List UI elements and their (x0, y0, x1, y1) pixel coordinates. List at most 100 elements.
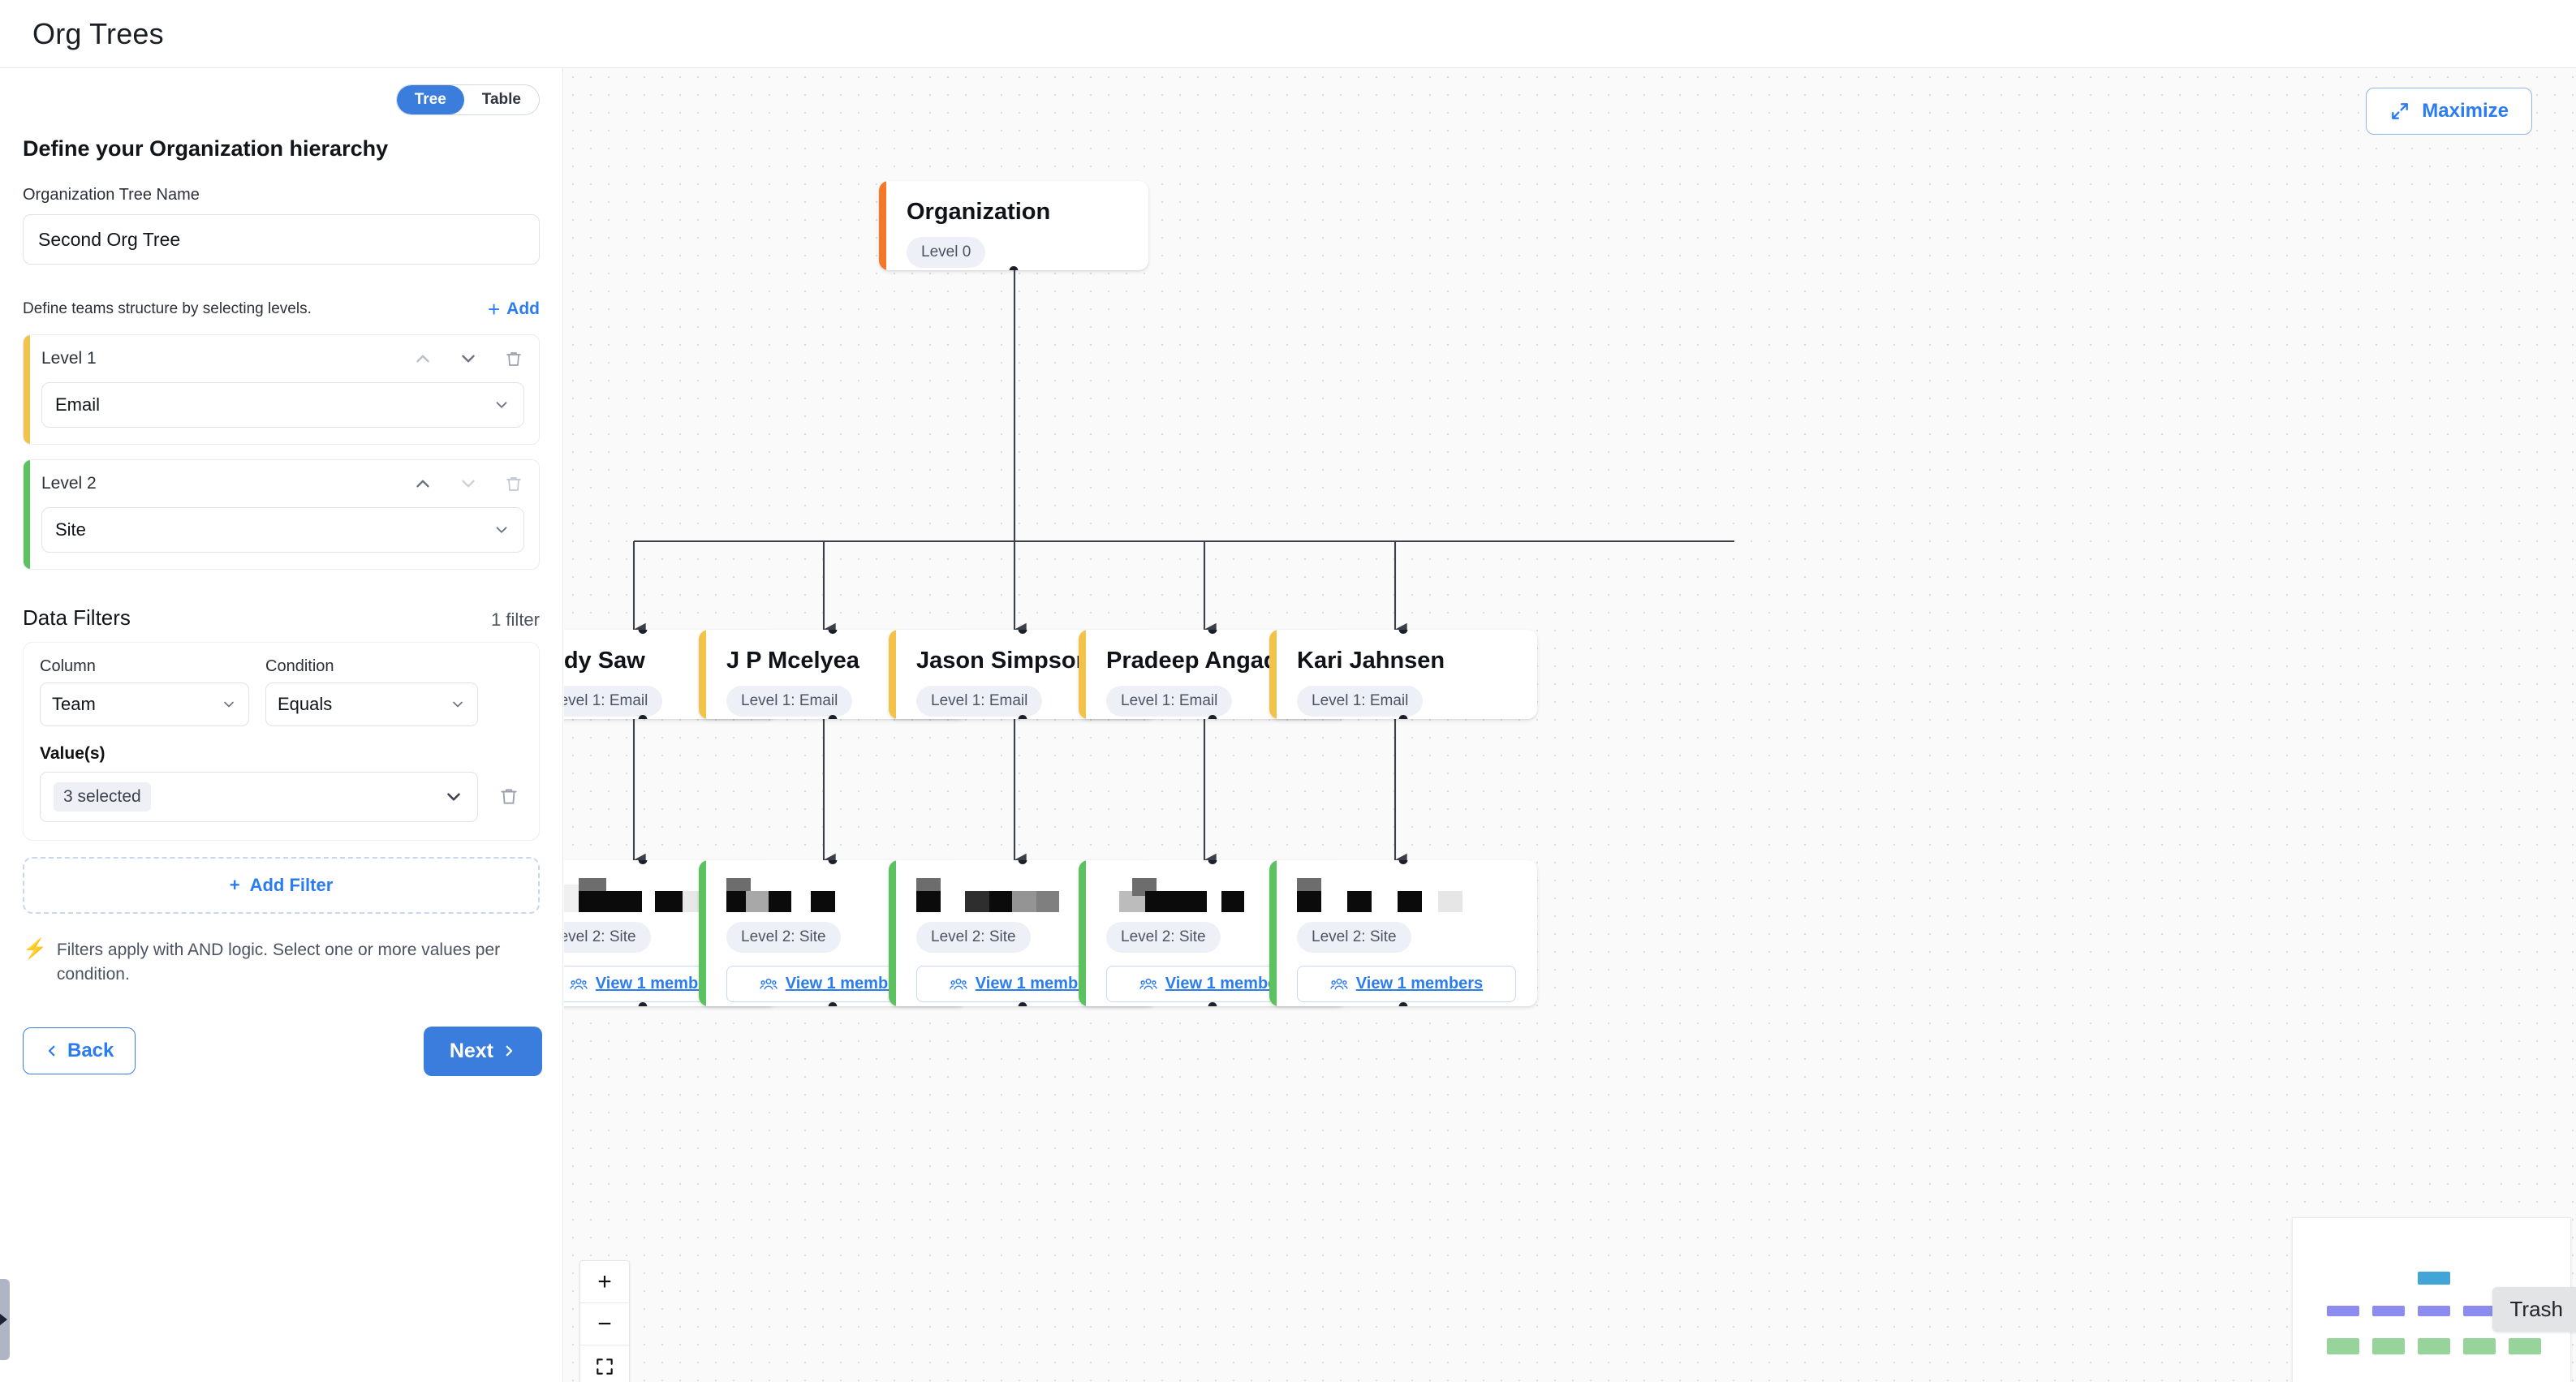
node-handle-bottom[interactable] (1208, 715, 1217, 719)
chevron-down-icon (496, 402, 507, 408)
node-title: Judy Saw (564, 648, 645, 674)
zoom-in-button[interactable]: + (580, 1261, 629, 1303)
fit-view-button[interactable] (580, 1345, 629, 1382)
node-handle-top[interactable] (1018, 630, 1027, 634)
node-badge: Level 1: Email (1297, 686, 1424, 717)
node-content: Level 2: Site View 1 members (1269, 860, 1537, 1006)
filter-values-label: Value(s) (40, 744, 106, 763)
node-handle-bottom[interactable] (828, 1002, 838, 1006)
view-members-button[interactable]: View 1 members (1297, 966, 1516, 1002)
tree-name-input[interactable] (23, 214, 540, 265)
node-handle-bottom[interactable] (1398, 1002, 1408, 1006)
add-filter-button[interactable]: + Add Filter (23, 857, 540, 914)
node-handle-top[interactable] (1018, 860, 1027, 864)
minimap-node-level2 (2327, 1338, 2359, 1354)
view-members-label: View 1 members (1165, 975, 1293, 992)
zoom-out-button[interactable]: − (580, 1303, 629, 1345)
data-filters-header: Data Filters 1 filter (23, 605, 540, 631)
filter-fields: Column Team Condition Equals (40, 657, 523, 726)
redacted-node-title (916, 878, 1135, 912)
view-members-label: View 1 members (1355, 975, 1484, 992)
view-members-label: View 1 members (975, 975, 1103, 992)
level-name: Level 2 (41, 474, 97, 493)
node-content: Level 2: Site View 1 members (889, 860, 1157, 1006)
node-title: J P Mcelyea (726, 648, 859, 674)
tab-table[interactable]: Table (481, 91, 521, 108)
node-handle-top[interactable] (1398, 630, 1408, 634)
node-handle-bottom[interactable] (1208, 1002, 1217, 1006)
node-badge: Level 0 (907, 237, 986, 268)
filters-note-text: Filters apply with AND logic. Select one… (56, 941, 501, 984)
top-bar: Org Trees (0, 0, 2576, 68)
level-accent (24, 335, 30, 444)
filter-condition-select[interactable]: Equals (265, 682, 478, 726)
bolt-icon: ⚡ (23, 938, 47, 960)
tree-canvas[interactable]: Maximize (564, 68, 2576, 1382)
members-icon (1330, 978, 1348, 990)
node-badge: Level 1: Email (1106, 686, 1233, 717)
add-level-label: Add (506, 299, 540, 318)
org-node-level2[interactable]: Level 2: Site View 1 members (1269, 860, 1537, 1006)
node-handle-top[interactable] (1208, 860, 1217, 864)
filter-column-value: Team (52, 694, 96, 714)
node-handle-bottom[interactable] (638, 715, 648, 719)
node-title: Kari Jahnsen (1297, 648, 1445, 674)
chevron-down-icon (496, 527, 507, 533)
org-node-root[interactable]: Organization Level 0 (879, 181, 1148, 270)
move-up-icon[interactable] (412, 348, 433, 369)
filter-condition-value: Equals (278, 694, 333, 714)
move-up-icon[interactable] (412, 473, 433, 494)
delete-level-icon[interactable] (503, 473, 524, 494)
sidebar-expand-handle[interactable] (0, 1279, 10, 1360)
node-handle-bottom[interactable] (1018, 715, 1027, 719)
next-button[interactable]: Next (423, 1026, 542, 1076)
delete-level-icon[interactable] (503, 348, 524, 369)
level-name: Level 1 (41, 349, 97, 368)
tab-tree[interactable]: Tree (396, 85, 464, 114)
move-down-icon[interactable] (458, 348, 479, 369)
redacted-node-title (564, 878, 756, 912)
plus-icon: + (487, 297, 501, 321)
node-badge: Level 2: Site (916, 922, 1031, 953)
node-handle-bottom[interactable] (1009, 266, 1019, 270)
node-handle-bottom[interactable] (1018, 1002, 1027, 1006)
add-level-button[interactable]: + Add (488, 299, 540, 320)
delete-filter-icon[interactable] (498, 786, 519, 811)
node-accent (1269, 630, 1277, 719)
org-node-level1[interactable]: Kari Jahnsen Level 1: Email (1269, 630, 1537, 719)
triangle-right-icon (0, 1311, 7, 1328)
tree-name-label: Organization Tree Name (23, 186, 200, 204)
fit-view-icon (597, 1358, 613, 1375)
node-handle-bottom[interactable] (828, 715, 838, 719)
maximize-button[interactable]: Maximize (2366, 88, 2532, 135)
node-handle-top[interactable] (1208, 630, 1217, 634)
move-down-icon[interactable] (458, 473, 479, 494)
node-handle-top[interactable] (638, 860, 648, 864)
node-accent (1269, 860, 1277, 1006)
minimap-node-level1 (2372, 1306, 2405, 1316)
back-button[interactable]: Back (23, 1027, 136, 1075)
level-field-select[interactable]: Site (41, 507, 524, 553)
level-field-select[interactable]: Email (41, 382, 524, 428)
view-toggle[interactable]: Tree Table (395, 84, 540, 115)
node-handle-bottom[interactable] (638, 1002, 648, 1006)
node-accent (879, 181, 886, 270)
minimap-node-level1 (2327, 1306, 2359, 1316)
level-actions (412, 473, 524, 494)
node-handle-top[interactable] (828, 860, 838, 864)
wizard-nav: Back Next (23, 1026, 542, 1076)
node-badge: Level 2: Site (1297, 922, 1411, 953)
next-label: Next (449, 1039, 493, 1062)
filters-note: ⚡ Filters apply with AND logic. Select o… (23, 938, 542, 988)
node-handle-bottom[interactable] (1398, 715, 1408, 719)
filter-condition-group: Condition Equals (265, 657, 478, 726)
node-handle-top[interactable] (1398, 860, 1408, 864)
node-accent (889, 860, 896, 1006)
filter-values-select[interactable]: 3 selected (40, 772, 478, 822)
page-title: Org Trees (32, 16, 164, 50)
node-accent (699, 630, 706, 719)
node-handle-top[interactable] (828, 630, 838, 634)
filter-column-select[interactable]: Team (40, 682, 249, 726)
node-handle-top[interactable] (638, 630, 648, 634)
add-filter-label: Add Filter (249, 875, 334, 895)
